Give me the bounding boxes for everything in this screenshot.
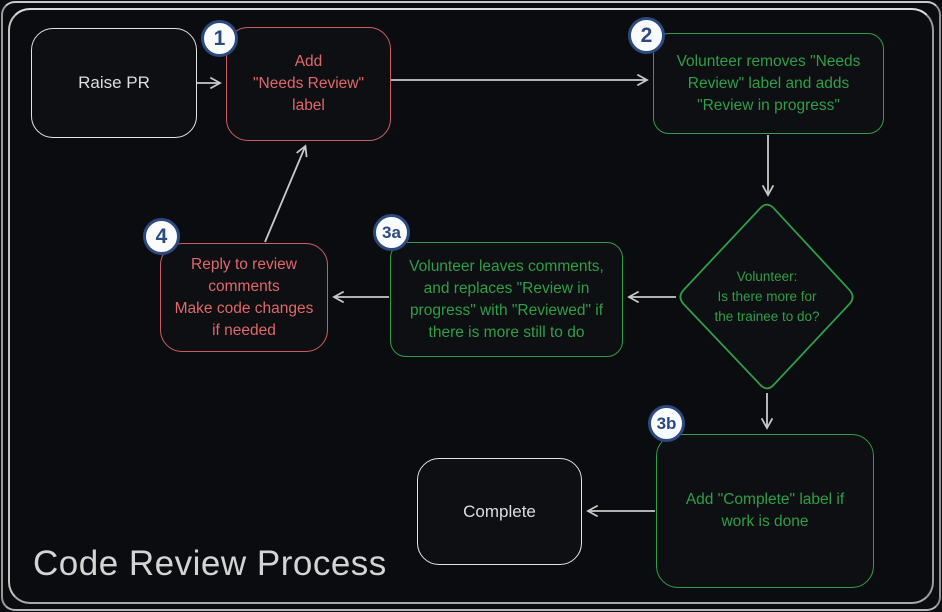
node-line: work is done [721, 513, 809, 530]
decision-line: Volunteer: [736, 269, 798, 284]
node-line: Volunteer leaves comments, [409, 257, 604, 275]
node-line: label [292, 97, 325, 114]
node-line: Review" label and adds [687, 74, 850, 92]
node-raise-pr-label: Raise PR [78, 73, 150, 92]
node-line: progress" with "Reviewed" if [409, 301, 604, 319]
node-line: "Review in progress" [697, 96, 840, 114]
diagram-title: Code Review Process [33, 544, 387, 583]
node-complete: Complete [417, 458, 582, 565]
node-raise-pr: Raise PR [31, 28, 197, 138]
badge-step-3a: 3a [373, 214, 410, 251]
decision-line: Is there more for [717, 289, 817, 304]
node-add-complete-label: Add "Complete" label if work is done [656, 434, 874, 588]
badge-step-2: 2 [628, 17, 665, 54]
node-line: "Needs Review" [253, 75, 364, 92]
badge-step-1: 1 [201, 20, 238, 57]
decision-diamond [679, 203, 854, 390]
node-line: Reply to review [191, 255, 297, 273]
node-line: Add [294, 53, 323, 70]
node-volunteer-removes-label: Volunteer removes "Needs Review" label a… [653, 33, 884, 134]
node-line: Volunteer removes "Needs [676, 52, 861, 70]
decision-text: Volunteer: Is there more for the trainee… [681, 267, 853, 327]
badge-step-4: 4 [143, 218, 180, 255]
node-complete-label: Complete [463, 501, 536, 521]
node-line: comments [208, 277, 280, 295]
node-add-needs-review-label: Add "Needs Review" label [226, 27, 391, 141]
badge-step-3b: 3b [648, 405, 685, 442]
node-line: if needed [212, 321, 276, 339]
arrow-box4-to-box1 [264, 144, 308, 243]
node-line: Add "Complete" label if [685, 491, 845, 508]
node-line: there is more still to do [428, 323, 585, 341]
node-line: and replaces "Review in [423, 279, 590, 297]
decision-line: the trainee to do? [714, 309, 820, 324]
node-volunteer-leaves-comments: Volunteer leaves comments, and replaces … [390, 242, 623, 357]
node-line: Make code changes [174, 299, 314, 317]
node-reply-to-review-comments: Reply to review comments Make code chang… [160, 243, 328, 352]
